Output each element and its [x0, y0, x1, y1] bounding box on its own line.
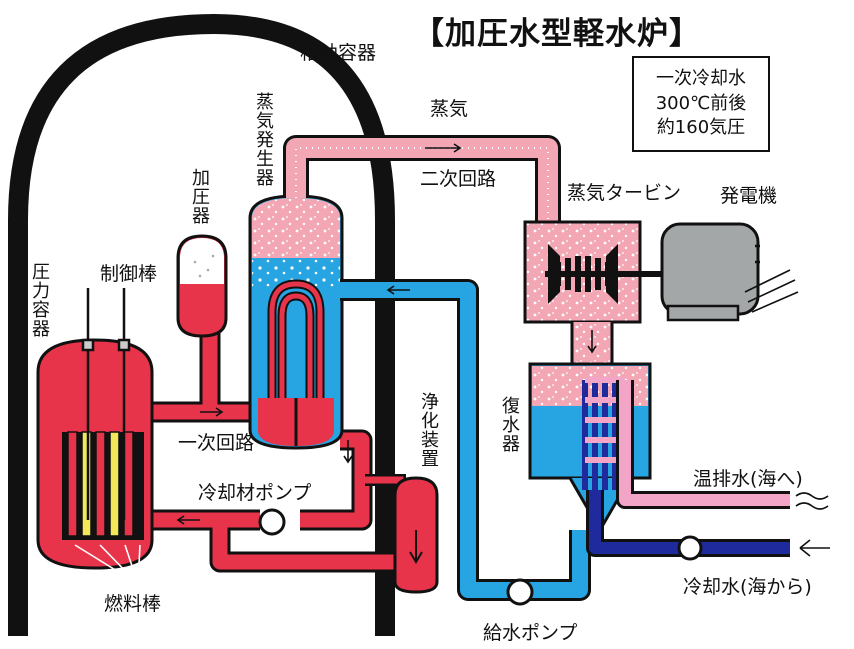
fuel-rod-bundle	[67, 431, 134, 537]
label-primary-loop: 一次回路	[178, 432, 255, 454]
label-secondary-loop: 二次回路	[420, 168, 497, 190]
control-rods	[81, 288, 131, 520]
info-line-3: 約160気圧	[656, 117, 746, 139]
pressure-vessel	[36, 338, 154, 570]
coolant-info-box: 一次冷却水 300℃前後 約160気圧	[632, 56, 770, 152]
info-line-1: 一次冷却水	[656, 67, 746, 89]
steam-turbine	[523, 220, 665, 324]
label-coolant-pump: 冷却材ポンプ	[198, 482, 312, 504]
fuel-rod-arrows	[74, 544, 141, 585]
diagram-title: 【加圧水型軽水炉】	[413, 16, 701, 52]
label-generator: 発電機	[720, 185, 778, 207]
label-fuel-rods: 燃料棒	[104, 593, 162, 615]
containment-vessel	[8, 13, 395, 636]
label-condenser: 復水器	[499, 396, 520, 453]
label-cooling-water: 冷却水(海から)	[683, 576, 812, 598]
feed-pump	[506, 578, 534, 606]
steam-generator	[248, 194, 344, 450]
pressurizer	[176, 234, 228, 338]
coolant-pump	[258, 508, 286, 536]
generator	[660, 222, 799, 322]
label-pressure-vessel: 圧力容器	[29, 262, 50, 338]
purification-unit	[393, 476, 439, 594]
label-steam: 蒸気	[430, 98, 469, 120]
info-line-2: 300℃前後	[655, 92, 747, 114]
label-warm-discharge: 温排水(海へ)	[693, 468, 803, 490]
label-pressurizer: 加圧器	[189, 168, 210, 225]
flow-arrows	[176, 143, 597, 525]
label-containment: 格納容器	[300, 42, 377, 64]
seawater-pump	[677, 535, 703, 561]
label-purification: 浄化装置	[418, 392, 439, 468]
label-steam-generator: 蒸気発生器	[253, 92, 274, 187]
label-steam-turbine: 蒸気タービン	[567, 182, 682, 204]
label-control-rods: 制御棒	[100, 263, 158, 285]
label-feed-pump: 給水ポンプ	[483, 622, 578, 644]
